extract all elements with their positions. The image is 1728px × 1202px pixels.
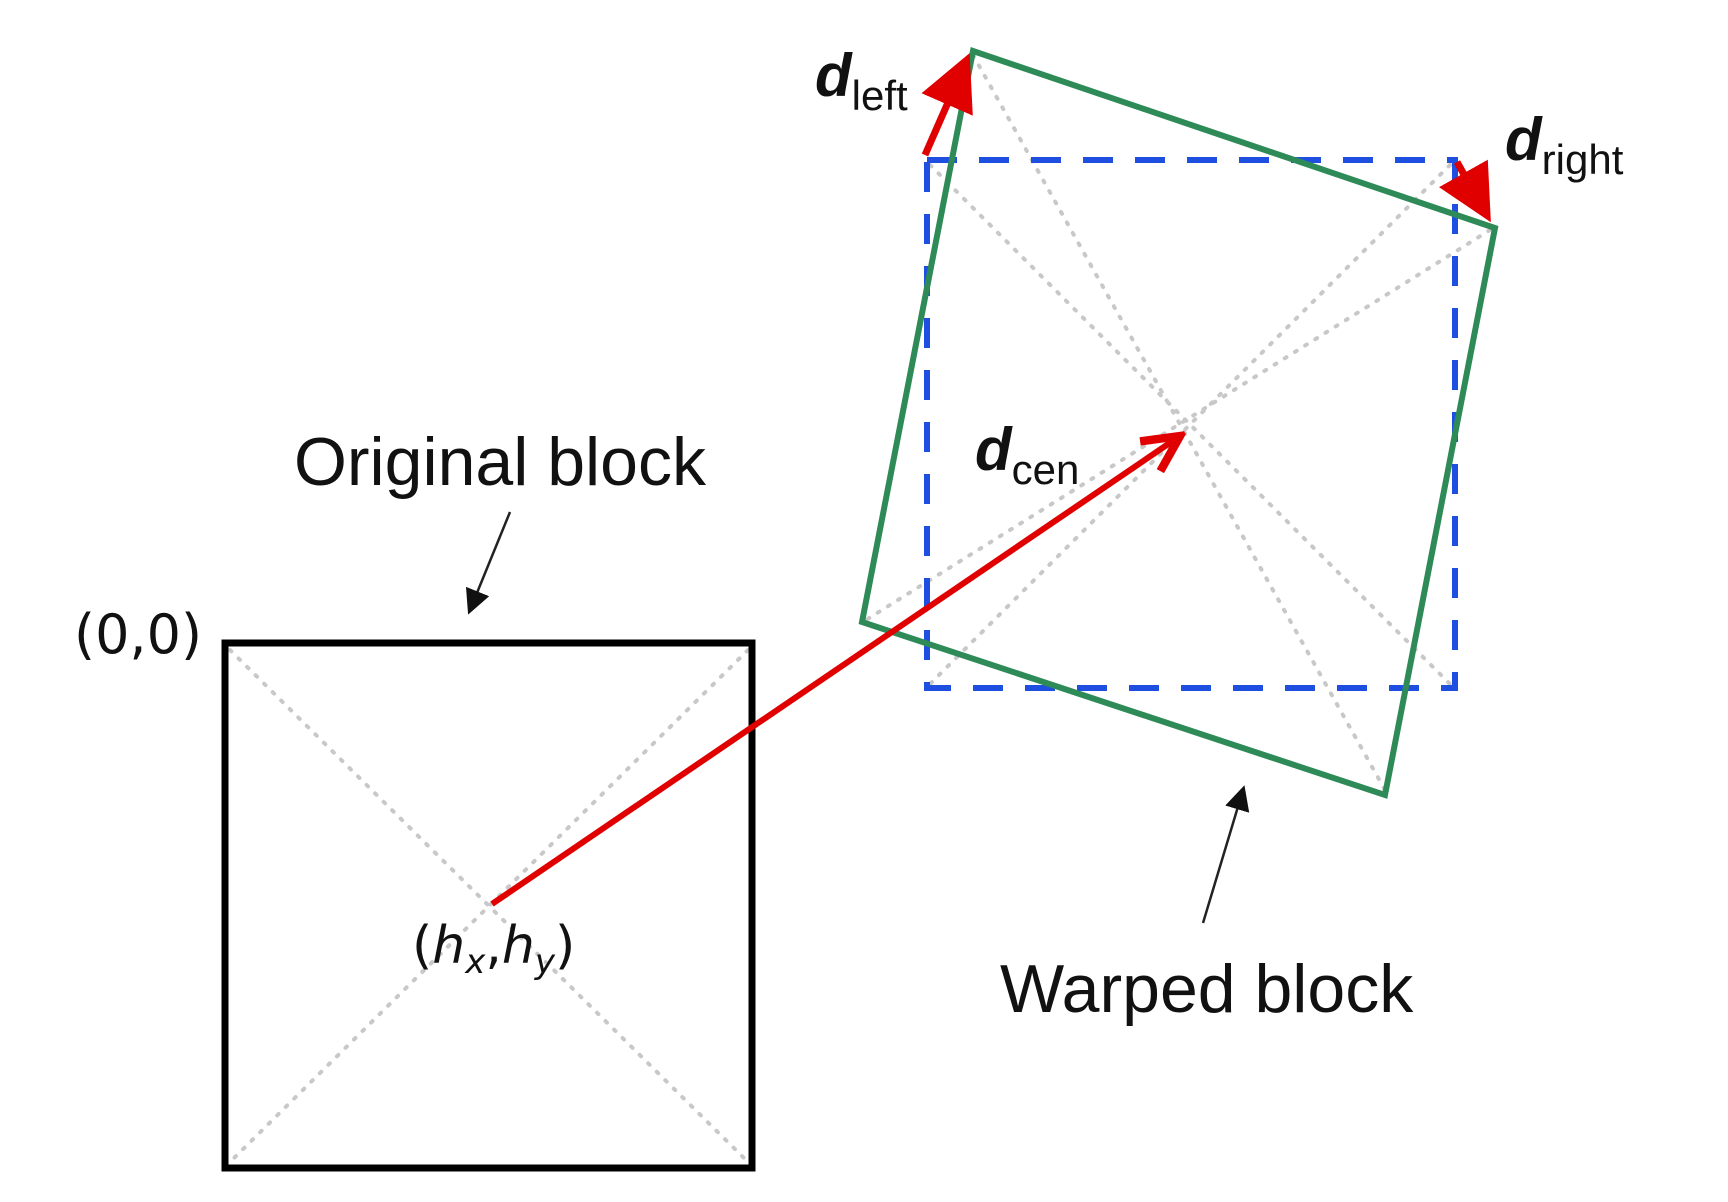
- original-block-pointer-arrow: [465, 511, 512, 615]
- d-left-base: d: [815, 42, 852, 109]
- center-point-label: (hx,hy): [412, 920, 575, 979]
- hx-base: h: [432, 916, 466, 976]
- original-block-diagonals: [228, 648, 750, 1164]
- d-left-label: dleft: [815, 46, 908, 117]
- warped-block-label: Warped block: [1000, 951, 1414, 1027]
- original-diagonal-1: [228, 648, 750, 1164]
- reference-block-diagonals: [928, 163, 1452, 686]
- hy-sub: y: [534, 942, 556, 982]
- original-block: [221, 639, 756, 1172]
- warped-block-diagonals: [864, 53, 1492, 792]
- hy-base: h: [501, 916, 535, 976]
- d-cen-vector: [490, 436, 1180, 907]
- reference-diagonal-1: [928, 163, 1452, 686]
- d-right-base: d: [1505, 106, 1542, 173]
- warped-diagonal-2: [864, 228, 1492, 622]
- paren-open: (: [412, 916, 433, 976]
- d-cen-sub: cen: [1011, 446, 1080, 493]
- warped-block: [858, 47, 1499, 799]
- d-left-vector: [921, 53, 973, 157]
- origin-label: (0,0): [74, 603, 203, 666]
- d-left-sub: left: [851, 72, 908, 119]
- d-right-sub: right: [1541, 136, 1624, 183]
- d-right-vector: [1439, 159, 1491, 223]
- reference-diagonal-2: [928, 163, 1452, 686]
- d-right-label: dright: [1505, 110, 1623, 181]
- original-block-label: Original block: [294, 424, 706, 500]
- comma: ,: [485, 916, 502, 976]
- warped-block-pointer-arrow: [1201, 785, 1250, 924]
- hx-sub: x: [465, 942, 486, 982]
- warped-diagonal-1: [971, 53, 1387, 792]
- d-cen-base: d: [975, 416, 1012, 483]
- original-diagonal-2: [228, 648, 750, 1164]
- d-cen-label: dcen: [975, 420, 1079, 491]
- paren-close: ): [555, 916, 576, 976]
